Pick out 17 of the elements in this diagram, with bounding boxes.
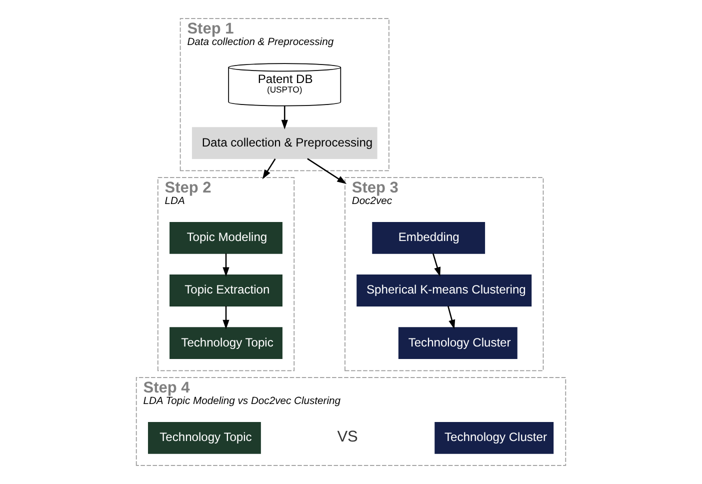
arrow <box>432 253 441 277</box>
arrow <box>307 158 347 184</box>
node-box: Technology Topic <box>148 422 261 454</box>
node-box: Spherical K-means Clustering <box>356 274 532 306</box>
node-box: Embedding <box>372 222 486 254</box>
node-box: Data collection & Preprocessing <box>192 127 378 160</box>
node-box: Topic Extraction <box>170 274 282 306</box>
arrow <box>222 253 230 277</box>
node-box: Technology Cluster <box>398 327 518 360</box>
node-box: Topic Modeling <box>170 222 282 254</box>
arrow <box>281 106 288 130</box>
arrow <box>262 158 276 180</box>
arrow <box>447 306 456 330</box>
node-box: Technology Topic <box>170 327 282 360</box>
arrow <box>222 306 230 330</box>
node-box: Technology Cluster <box>434 422 554 454</box>
label: VS <box>337 428 358 446</box>
